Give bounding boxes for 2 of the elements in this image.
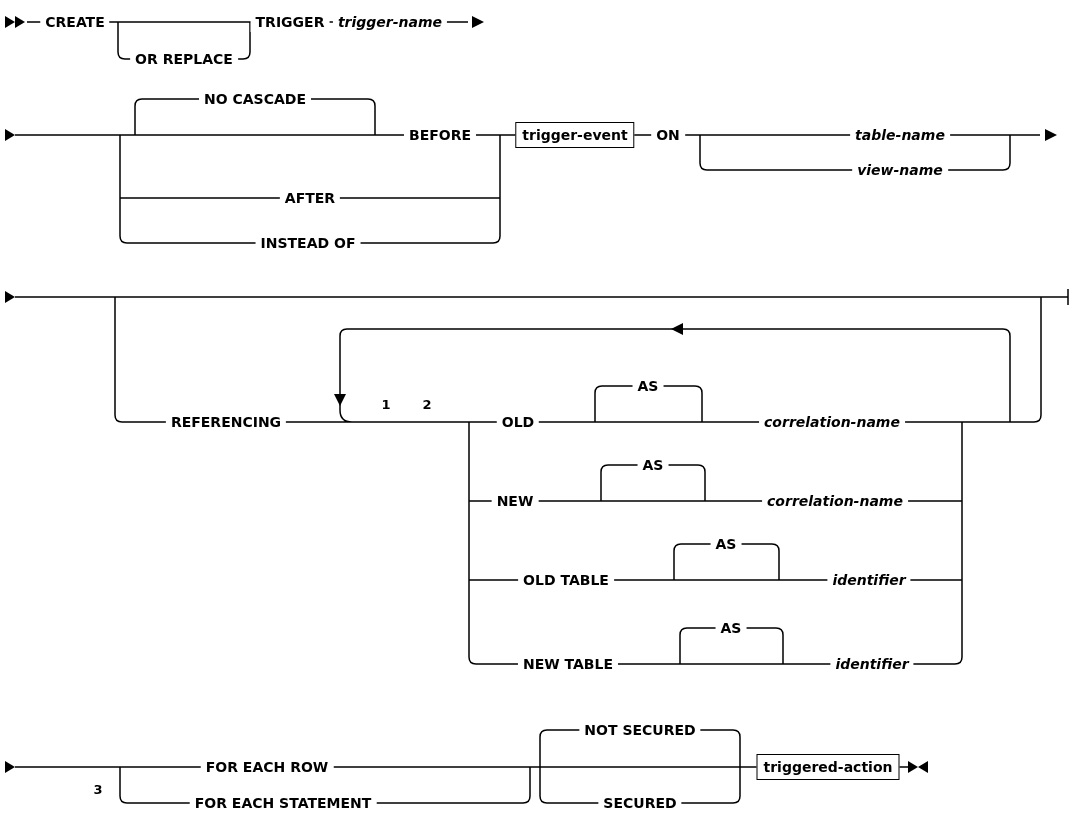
syntax-fragment-box: trigger-event <box>515 122 635 148</box>
syntax-fragment-box: triggered-action <box>756 754 900 780</box>
